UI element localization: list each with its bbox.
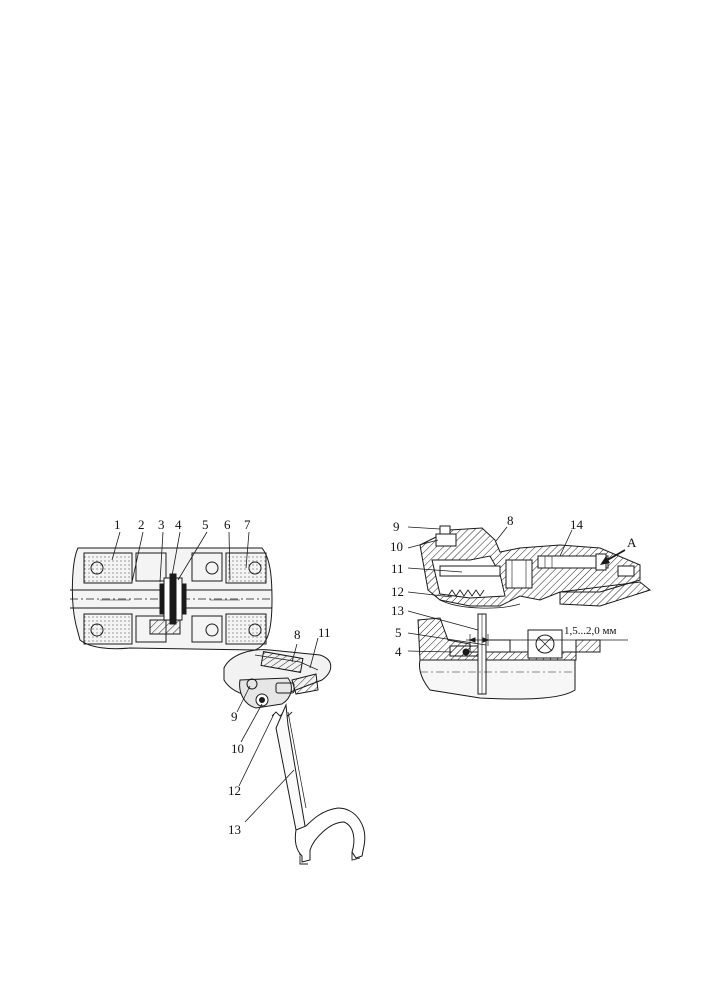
section-callout-4: 4 (395, 644, 402, 659)
section-callout-5: 5 (395, 625, 402, 640)
section-callout-9: 9 (393, 519, 400, 534)
callout-9: 9 (231, 709, 238, 724)
callout-12: 12 (228, 783, 241, 798)
callout-3: 3 (158, 517, 165, 532)
section-callout-14: 14 (570, 517, 583, 532)
figure-section-view (417, 525, 652, 700)
view-label-a: А (627, 535, 637, 550)
figure-shaft-leaders (111, 531, 250, 583)
callout-11: 11 (318, 625, 331, 640)
gap-dimension-label: 1,5...2,0 мм (564, 625, 617, 637)
callout-7: 7 (244, 517, 251, 532)
figure-fork-leaders (236, 637, 319, 823)
section-callout-8: 8 (507, 513, 514, 528)
callout-2: 2 (138, 517, 145, 532)
figure-section-leaders (407, 526, 573, 653)
figure-shaft-assembly (70, 547, 273, 651)
view-arrow-a (600, 549, 626, 565)
callout-4: 4 (175, 517, 182, 532)
callout-8: 8 (294, 627, 301, 642)
section-callout-12: 12 (391, 584, 404, 599)
callout-6: 6 (224, 517, 231, 532)
callout-13: 13 (228, 822, 241, 837)
callout-1: 1 (114, 517, 121, 532)
section-callout-11: 11 (391, 561, 404, 576)
section-callout-10: 10 (390, 539, 403, 554)
callout-10: 10 (231, 741, 244, 756)
callout-5: 5 (202, 517, 209, 532)
figure-shift-fork (223, 649, 366, 865)
section-callout-13: 13 (391, 603, 404, 618)
